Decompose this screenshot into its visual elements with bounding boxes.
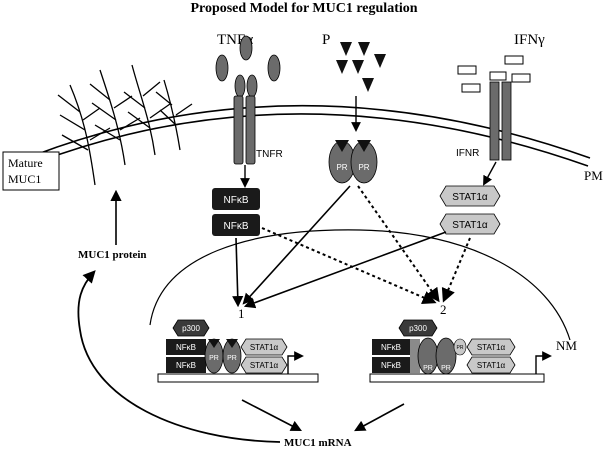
- stat1-promoter1-top: STAT1α: [250, 343, 279, 352]
- pr-promoter1-right: PR: [227, 355, 237, 362]
- ifng-ligands: [457, 55, 531, 93]
- nfkb-label-bottom: NFκB: [224, 221, 249, 232]
- stat1a-cytoplasm: STAT1α STAT1α: [439, 185, 501, 235]
- stat1a-label-bottom: STAT1α: [452, 220, 488, 231]
- p300-label-1: p300: [182, 324, 200, 333]
- nfkb-promoter1-bottom: NFκB: [176, 361, 196, 370]
- nuclear-membrane: [149, 229, 571, 341]
- mature-muc1-glycoprotein: [57, 64, 193, 186]
- pr-dimer-cytoplasm: PR PR: [328, 140, 378, 184]
- diagram-title: Proposed Model for MUC1 regulation: [190, 1, 417, 16]
- ifnr-label: IFNR: [456, 148, 479, 159]
- muc1-mrna-label: MUC1 mRNA: [284, 437, 352, 449]
- muc1-protein-label: MUC1 protein: [78, 249, 147, 261]
- pm-label: PM: [584, 168, 603, 183]
- ifng-label: IFNγ: [514, 32, 545, 48]
- pr-promoter1-left: PR: [209, 355, 219, 362]
- p300-label-2: p300: [409, 324, 427, 333]
- pr-small-label: PR: [457, 345, 464, 351]
- pr-label-right: PR: [358, 163, 369, 172]
- nfkb-promoter2-bottom: NFκB: [381, 361, 401, 370]
- nfkb-promoter1-top: NFκB: [176, 343, 196, 352]
- mature-muc1-label-line1: Mature: [8, 156, 43, 170]
- nfkb-promoter2-top: NFκB: [381, 343, 401, 352]
- tnfr-receptor: [233, 95, 256, 165]
- nm-label: NM: [556, 338, 577, 353]
- promoter2-to-mrna-arrow: [354, 403, 405, 432]
- site-2-label: 2: [440, 302, 447, 317]
- mrna-to-protein-arrow: [77, 270, 281, 443]
- site-1-label: 1: [238, 306, 245, 321]
- progesterone-triangles: [336, 42, 386, 92]
- promoter-complex-2: p300 NFκB NFκB PR PR PR STAT1α STAT1α: [369, 319, 552, 383]
- pathway-2-arrows: [261, 185, 471, 305]
- stat1-promoter2-top: STAT1α: [477, 343, 506, 352]
- stat1-promoter2-bottom: STAT1α: [477, 361, 506, 370]
- ifnr-receptor: [489, 81, 512, 161]
- mature-muc1-label-line2: MUC1: [8, 172, 41, 186]
- stat1-promoter1-bottom: STAT1α: [250, 361, 279, 370]
- tnfr-label: TNFR: [256, 149, 283, 160]
- nfkb-cytoplasm: NFκB NFκB: [212, 188, 260, 236]
- p-label: P: [322, 32, 330, 48]
- pr-label-left: PR: [336, 163, 347, 172]
- pathway-1-arrows: [232, 185, 447, 309]
- ifnr-to-stat1-arrow: [483, 161, 497, 186]
- pr-promoter2-right: PR: [441, 365, 451, 372]
- promoter-complex-1: p300 NFκB NFκB PR PR STAT1α STAT1α: [157, 319, 319, 383]
- mature-muc1-box: [2, 151, 60, 191]
- pr-promoter2-left: PR: [423, 365, 433, 372]
- promoter1-to-mrna-arrow: [241, 399, 302, 432]
- nfkb-label-top: NFκB: [224, 195, 249, 206]
- stat1a-label-top: STAT1α: [452, 192, 488, 203]
